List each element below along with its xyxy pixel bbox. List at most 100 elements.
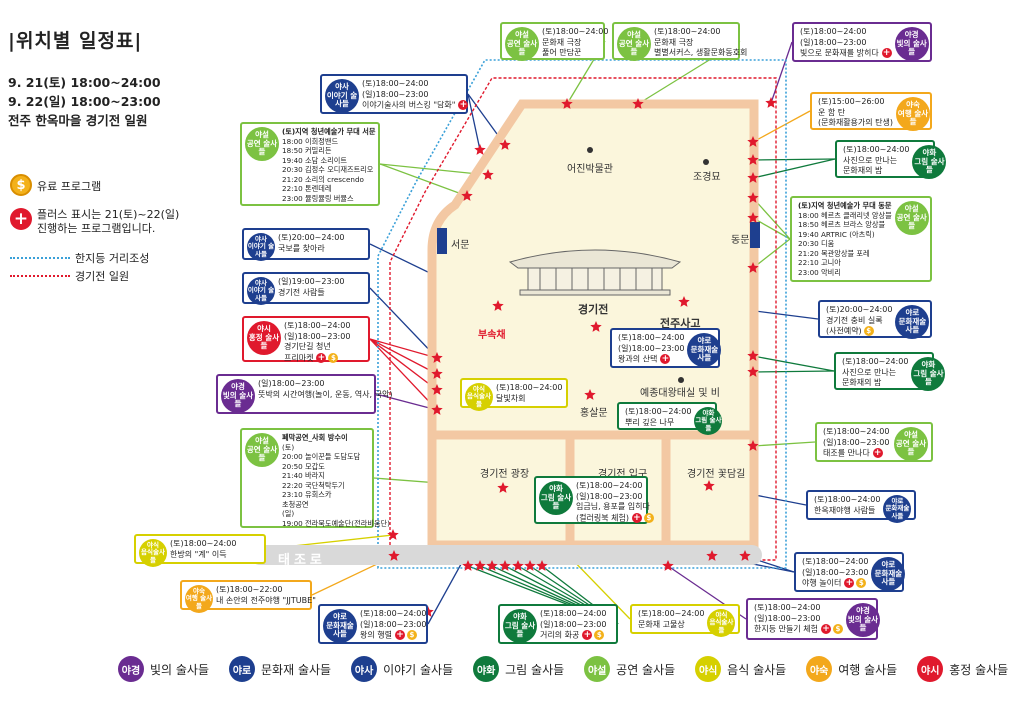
west-gate [437,228,447,254]
program-line: (토)18:00~24:00 [843,145,910,154]
badge-text: 공연 술사들 [895,438,927,457]
program-line: 풀어 만담꾼 [542,48,582,58]
program-line: (토)18:00~24:00 [625,407,692,416]
badge-text: 이야기 술사들 [326,90,358,109]
map-drawing [250,40,836,625]
program-line: 22:10 고니아 [798,258,841,267]
badge-text: 문화재술사들 [885,504,910,520]
program-line: 18:50 커밀리든 [282,146,332,155]
program-line: (일)18:00~23:00 [540,619,607,629]
program-line: (토)20:00~24:00 [278,233,345,242]
event-star-36 [499,560,511,571]
badge-text: 야로 [697,336,712,346]
plus-icon: + [820,624,831,635]
plus-icon: + [881,48,892,59]
red-dotted-line-icon [10,275,70,277]
event-star-30 [662,560,674,571]
badge-text: 야경 [856,606,870,616]
program-line: 23:00 뮬링뮬링 버뮬스 [282,193,354,203]
badge-text: 그림 술사들 [913,368,944,387]
program-line: (토)18:00~24:00 [284,321,351,330]
badge-text: 야화 [922,148,937,158]
yejong-dot [678,377,684,383]
program-line: 국보를 찾아라 [278,243,325,253]
program-line: 20:30 디움 [798,239,835,248]
badge-text: 야숙 [193,586,205,595]
badge-text: 공연 술사들 [506,38,538,57]
connector-b14-0 [752,355,835,372]
connector-b6-1 [379,163,489,176]
connector-b3-0 [770,41,793,104]
event-star-14 [678,296,690,307]
program-line: 22:10 톤렌데레 [282,184,332,193]
event-star-1 [632,98,644,109]
program-line: (토)18:00~24:00 [362,79,429,88]
badge-text: 그림 술사들 [695,416,722,432]
program-line: (토)18:00~24:00 [618,333,685,342]
program-line: 20:30 김정수 오디재즈트리오 [282,165,374,174]
badge-text: 야설 [904,430,918,440]
badge-text: 공연 술사들 [246,138,278,157]
event-star-24 [747,440,759,451]
badge-text: 그림 술사들 [914,156,945,175]
program-line: (일)18:00~23:00 [576,491,643,501]
program-line: 23:10 유회스카 [282,490,332,499]
program-line: (토)18:00~24:00 [800,27,867,36]
event-star-3 [499,139,511,150]
program-line: 임금님, 용포를 입히다 [576,502,650,512]
badge-text: 공연 술사들 [246,444,278,463]
program-line: (토)18:00~24:00 [540,609,607,618]
badge-text: 공연 술사들 [896,212,927,231]
event-star-19 [431,404,443,415]
program-line: 이야기술사의 버스킹 "담화" [362,100,456,110]
badge-text: 야로 [333,612,347,622]
event-star-34 [474,560,486,571]
event-star-6 [461,190,473,201]
badge-text: 야설 [255,130,269,140]
event-star-15 [590,321,602,332]
event-star-22 [747,350,759,361]
badge-text: 야시 [257,324,271,334]
legend-label: 그림 술사들 [505,662,565,677]
date-line-sun: 9. 22(일) 18:00~23:00 [8,94,161,109]
program-line: 빛으로 문화재를 밝히다 [800,48,879,58]
program-line: (컬러링북 체험) [576,513,629,523]
program-line: (일)18:00~23:00 [362,89,429,99]
program-line: 18:50 헤르츠 브라스 앙상블 [798,220,886,229]
plus-icon: + [631,512,642,523]
place-ipgu: 경기전 입구 [598,469,648,480]
program-line: 사진으로 만나는 [842,367,897,377]
